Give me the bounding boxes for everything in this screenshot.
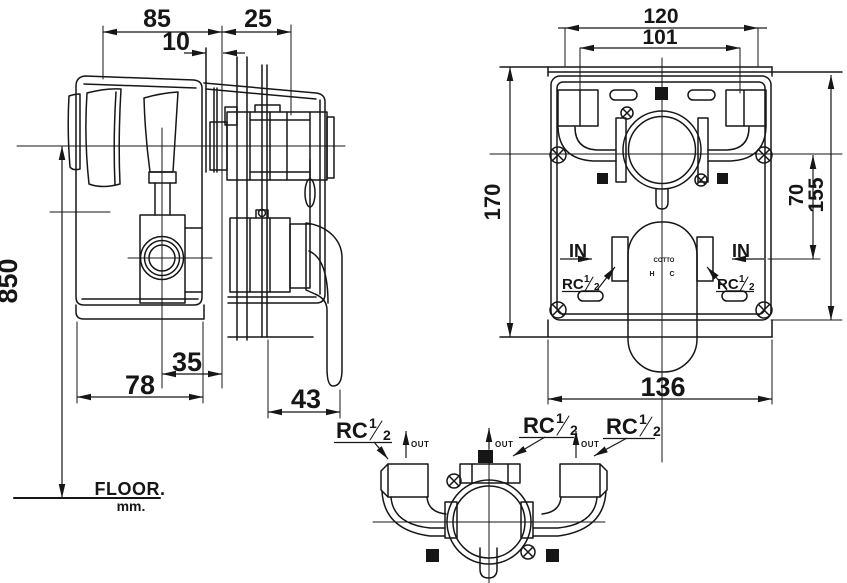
rc-label-3: RC (606, 414, 638, 439)
rc-den: 2 (570, 422, 578, 438)
side-view-centerlines (16, 25, 346, 389)
dim-70: 70 (786, 184, 808, 206)
screw-top-right (755, 146, 773, 164)
rc-leader-2 (512, 436, 546, 457)
side-view: 85 25 10 850 35 78 43 FLOOR. mm. (0, 5, 346, 514)
outlet-port-right (559, 463, 601, 498)
front-view: IN IN RC 1 2 RC 1 2 COTTO H C (480, 5, 843, 463)
out-label-center: OUT (495, 440, 513, 449)
top-view-fasteners (426, 450, 559, 562)
front-view-centerlines (489, 57, 843, 463)
top-view-annotations: OUT OUT OUT RC 1 2 RC 1 2 RC 1 2 (334, 410, 661, 460)
side-view-wall-plates (75, 47, 326, 341)
rc-den: 2 (749, 282, 755, 293)
rc-leader-right (706, 266, 728, 291)
rc-label-front-left: RC (562, 276, 584, 293)
front-view-box (499, 66, 843, 338)
side-view-cartridge (67, 88, 213, 304)
front-view-annotations: IN IN RC 1 2 RC 1 2 COTTO H C (560, 241, 764, 293)
dim-155: 155 (805, 177, 828, 212)
rc-den: 2 (383, 427, 391, 443)
rc-leader-1 (373, 441, 389, 460)
rc-label-front-right: RC (717, 276, 739, 293)
side-view-dimensions: 85 25 10 850 35 78 43 FLOOR. mm. (0, 5, 341, 514)
rc-num: 1 (369, 415, 377, 431)
front-view-valve-body (557, 89, 767, 373)
rc-label-1: RC (336, 418, 368, 443)
screw-top-left (549, 146, 567, 164)
inlet-boss-left (611, 236, 629, 282)
valve-cartridge-circle (622, 110, 702, 190)
rc-den: 2 (653, 423, 661, 439)
dim-170: 170 (480, 184, 505, 221)
dim-120: 120 (643, 5, 678, 28)
outlet-port-left (387, 463, 429, 498)
in-label-right: IN (732, 241, 750, 261)
dim-10: 10 (162, 28, 190, 56)
in-label-left: IN (569, 241, 587, 261)
rc-leader-left (596, 266, 616, 291)
top-view-valve-body (380, 463, 608, 579)
lever-handle-profile (305, 222, 343, 387)
rc-num: 1 (739, 274, 745, 285)
inlet-boss-right (696, 236, 714, 282)
top-view: OUT OUT OUT RC 1 2 RC 1 2 RC 1 2 (334, 410, 661, 583)
hot-marker: H (649, 271, 654, 278)
rc-label-2: RC (523, 413, 555, 438)
rc-num: 1 (556, 410, 564, 426)
brand-text: COTTO (654, 258, 675, 264)
dim-43: 43 (291, 384, 321, 414)
side-view-upper-port (209, 104, 335, 226)
side-view-lower-port (229, 208, 343, 387)
dim-85: 85 (143, 5, 171, 33)
out-label-left: OUT (411, 440, 429, 449)
screw-bottom-left (549, 301, 567, 319)
screw-bottom-right (755, 301, 773, 319)
front-view-dimensions: 120 101 170 70 155 136 (480, 5, 835, 405)
front-view-fasteners (549, 87, 773, 319)
rc-num: 1 (639, 411, 647, 427)
dim-78: 78 (125, 370, 155, 400)
cold-marker: C (669, 271, 674, 278)
dim-25: 25 (244, 5, 272, 33)
mounting-slot-left (609, 89, 638, 101)
mounting-slot-right (687, 89, 716, 101)
units-label: mm. (117, 498, 146, 514)
rc-num: 1 (584, 274, 590, 285)
dim-35: 35 (172, 347, 202, 377)
rc-leader-3 (593, 437, 628, 457)
dim-136: 136 (640, 372, 685, 402)
spout-housing (627, 221, 698, 373)
out-label-right: OUT (581, 440, 599, 449)
dim-850: 850 (0, 258, 23, 303)
rc-den: 2 (594, 282, 600, 293)
dim-101: 101 (642, 26, 677, 49)
floor-label: FLOOR. (95, 479, 166, 499)
